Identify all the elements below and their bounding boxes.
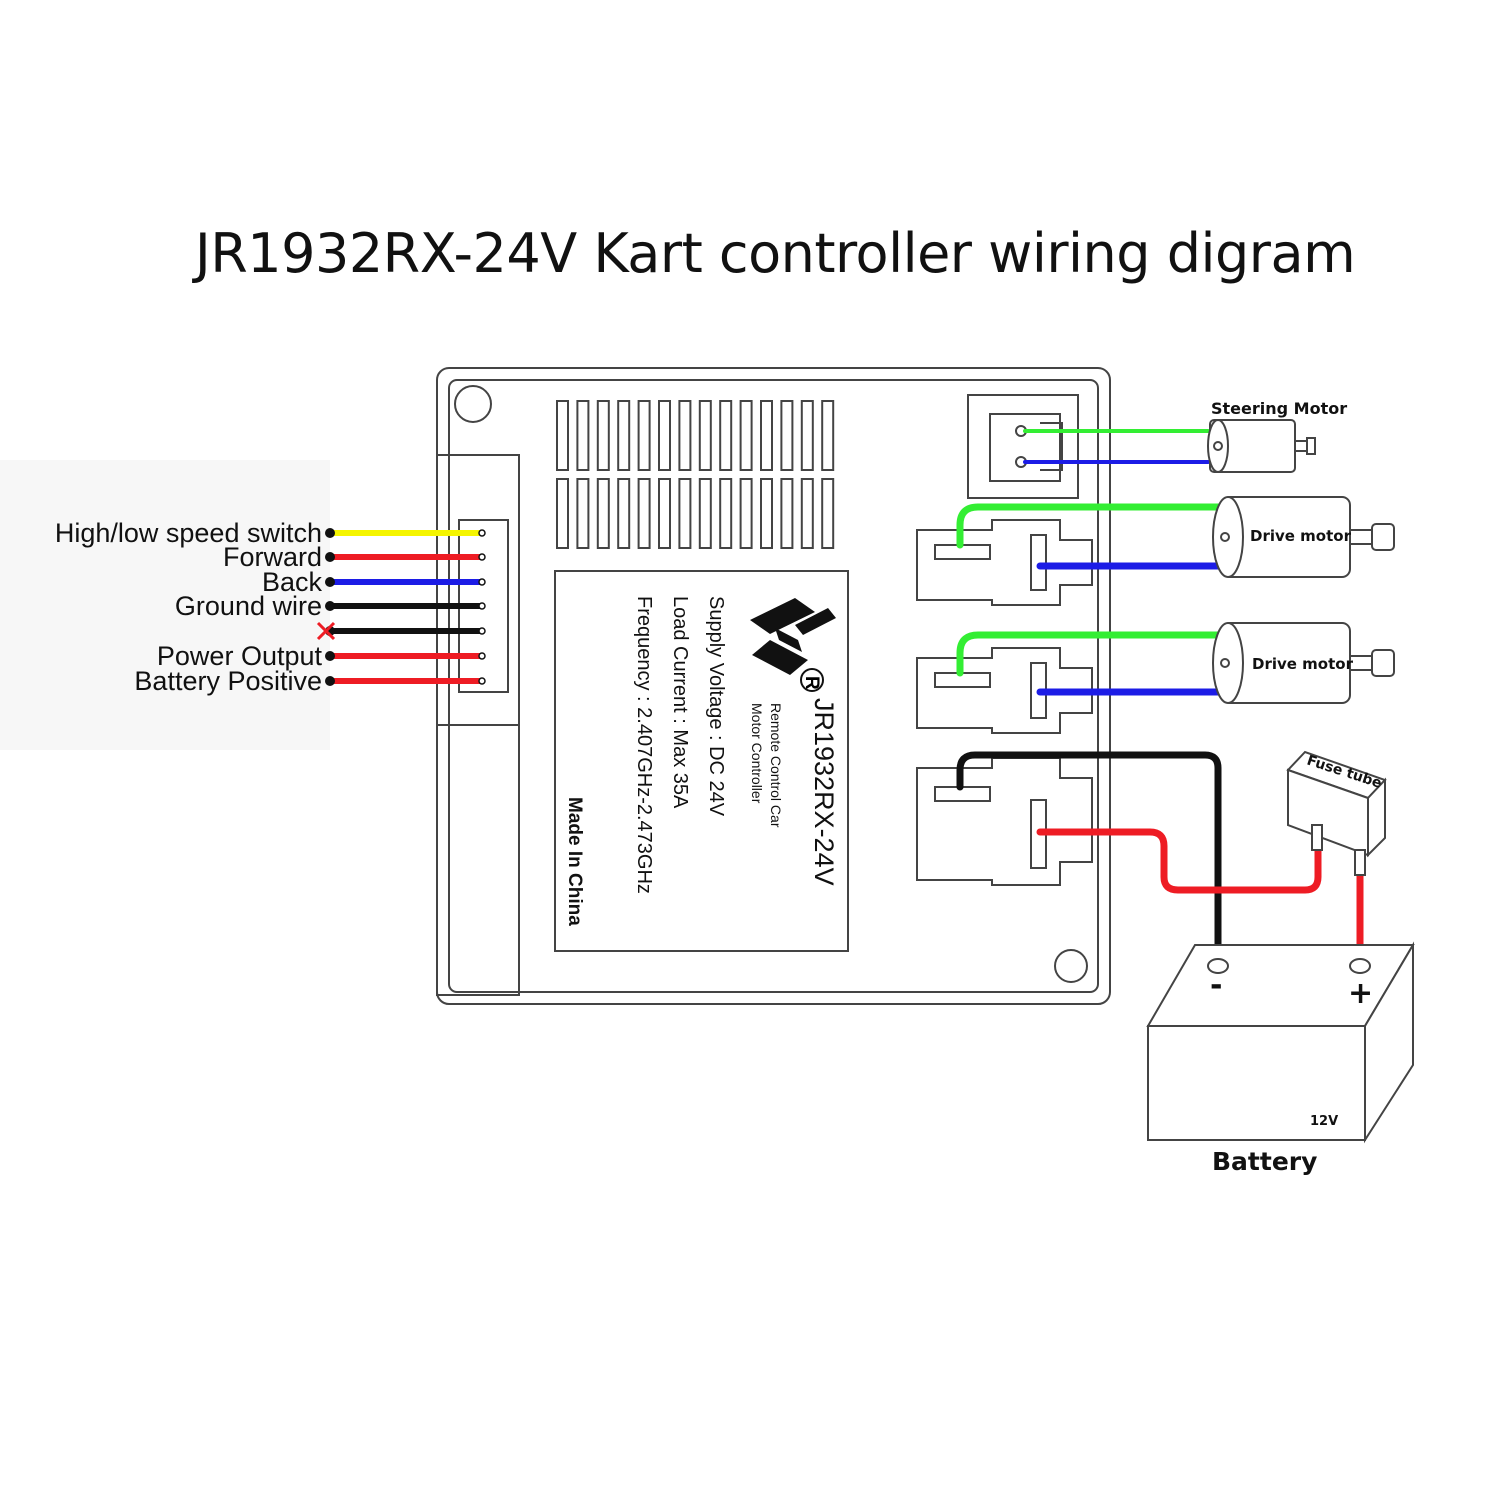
vent-slot — [739, 400, 753, 471]
label-desc-line2: Motor Controller — [749, 703, 765, 804]
vent-slot — [760, 400, 773, 471]
steering-connector — [967, 394, 1079, 499]
brand-logo — [750, 598, 836, 675]
vent-slot — [637, 478, 651, 549]
label-frequency: Frequency : 2.407GHz-2.473GHz — [633, 596, 655, 894]
unused-wire-x-icon — [316, 621, 336, 641]
steering-motor — [1207, 419, 1316, 473]
wire-pin — [478, 529, 486, 537]
label-supply-voltage: Supply Voltage : DC 24V — [705, 596, 727, 817]
wire-label: Ground wire — [175, 591, 322, 621]
vent-slot — [576, 400, 590, 471]
vent-slot — [800, 400, 814, 471]
wire-end-dot — [325, 676, 335, 686]
vent-slot — [596, 400, 610, 471]
drive-motor-1 — [1212, 496, 1395, 578]
vent-slot — [821, 400, 835, 471]
label-made-in: Made In China — [564, 797, 585, 926]
label-model: JR1932RX-24V — [809, 698, 839, 886]
wire-pin — [478, 578, 486, 586]
controller-body — [436, 367, 1111, 1005]
battery-positive-terminal: + — [1348, 976, 1373, 1011]
vent-slot — [739, 478, 753, 549]
wire-label: Power Output — [157, 641, 323, 671]
vent-slot — [617, 478, 631, 549]
wire-pin — [478, 553, 486, 561]
vent-slot — [698, 400, 712, 471]
vent-slot — [719, 400, 733, 471]
controller-label-sticker — [554, 570, 849, 952]
vent-slots — [556, 400, 835, 549]
wire-label: Forward — [223, 542, 322, 572]
vent-slot — [658, 478, 671, 549]
vent-slot — [780, 400, 794, 471]
battery-negative-terminal: - — [1210, 968, 1222, 1003]
vent-slot — [617, 400, 631, 471]
wire-pin — [478, 627, 486, 635]
wire-end-dot — [325, 577, 335, 587]
vent-slot — [698, 478, 712, 549]
vent-slot — [576, 478, 590, 549]
vent-slot — [556, 478, 569, 549]
wire-label: High/low speed switch — [55, 518, 322, 548]
vent-slot — [658, 400, 671, 471]
vent-slot — [760, 478, 773, 549]
drive-motor-2-label: Drive motor — [1252, 655, 1354, 673]
battery-label: Battery — [1212, 1147, 1317, 1176]
vent-slot — [678, 400, 692, 471]
vent-slot — [678, 478, 692, 549]
vent-slot — [821, 478, 835, 549]
wire-pin — [478, 652, 486, 660]
vent-slot — [556, 400, 569, 471]
motor-connectors — [916, 519, 1093, 886]
fuse-tube — [1286, 750, 1387, 876]
vent-slot — [800, 478, 814, 549]
steering-motor-label: Steering Motor — [1211, 399, 1347, 418]
battery — [1146, 941, 1415, 1144]
label-desc-line1: Remote Control Car — [768, 703, 784, 828]
motor-wires — [956, 429, 1364, 964]
vent-slot — [780, 478, 794, 549]
drive-motor-1-label: Drive motor — [1250, 527, 1352, 545]
battery-voltage: 12V — [1310, 1114, 1338, 1129]
registered-icon — [800, 668, 824, 692]
registered-mark: R — [801, 676, 822, 690]
wire-label: Battery Positive — [134, 666, 322, 696]
wire-end-dot — [325, 601, 335, 611]
vent-slot — [596, 478, 610, 549]
wire-pin — [478, 677, 486, 685]
wire-end-dot — [325, 528, 335, 538]
vent-slot — [637, 400, 651, 471]
label-load-current: Load Current : Max 35A — [669, 596, 691, 809]
wire-end-dot — [325, 552, 335, 562]
controller-label-text: R JR1932RX-24V Remote Control Car Motor … — [564, 596, 839, 926]
wire-end-dot — [325, 651, 335, 661]
wire-label: Back — [262, 567, 323, 597]
label-panel — [0, 460, 330, 750]
drive-motor-2 — [1212, 622, 1395, 704]
vent-slot — [719, 478, 733, 549]
wire-pin — [478, 602, 486, 610]
page-title: JR1932RX-24V Kart controller wiring digr… — [194, 222, 1356, 285]
